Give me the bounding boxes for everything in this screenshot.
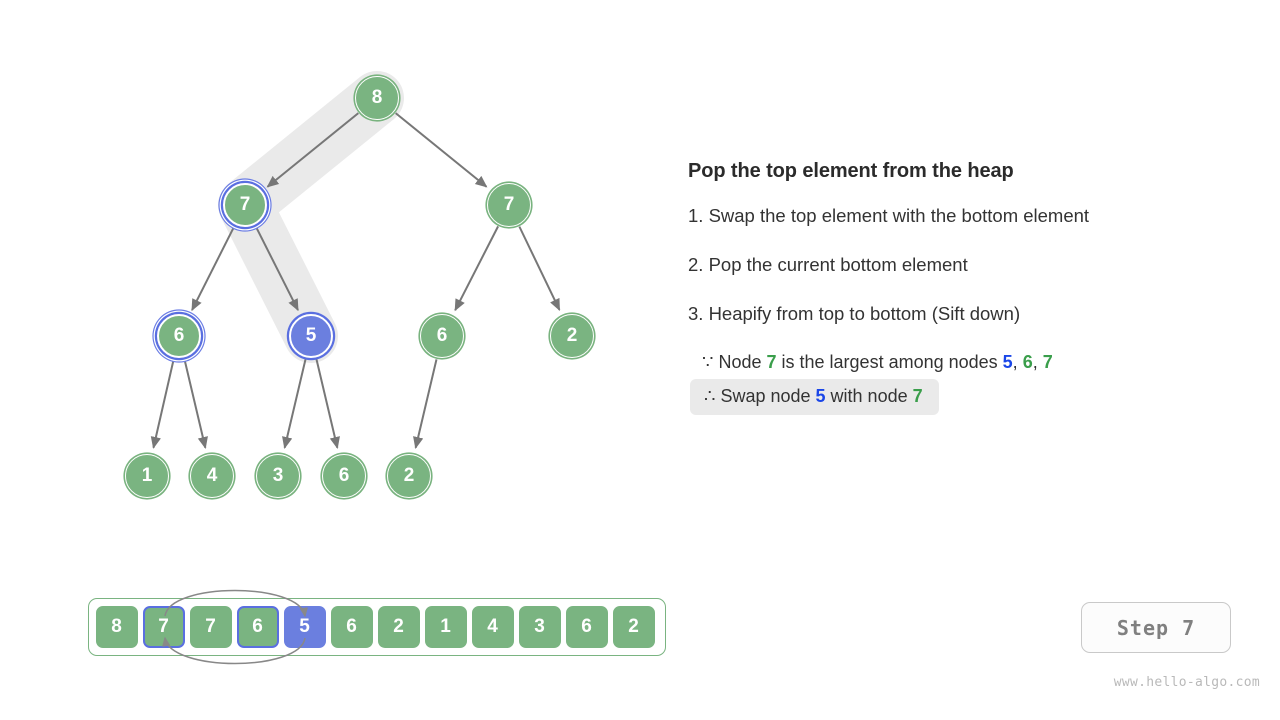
sift-down-highlight-path: [218, 71, 404, 363]
tree-edge: [454, 225, 499, 312]
array-cell: 8: [95, 606, 138, 648]
tree-node: 6: [420, 314, 464, 358]
array-cell: 3: [518, 606, 561, 648]
tree-edge: [395, 112, 488, 188]
reason-sep-1: ,: [1012, 352, 1023, 372]
explanation-panel: Pop the top element from the heap 1. Swa…: [688, 160, 1248, 415]
tree-edge: [315, 359, 340, 449]
tree-edge: [282, 359, 307, 449]
reason-text-part2: is the largest among nodes: [776, 352, 1003, 372]
reason-largest-node: 7: [766, 352, 777, 372]
tree-node: 3: [256, 454, 300, 498]
tree-node: 8: [355, 76, 399, 120]
tree-node: 6: [322, 454, 366, 498]
tree-edge: [183, 359, 208, 449]
tree-edge: [266, 112, 359, 188]
array-cell: 2: [377, 606, 420, 648]
conclusion-text-part1: Swap node: [715, 386, 816, 406]
step-item-2: 2. Pop the current bottom element: [688, 254, 968, 275]
conclusion-node-a: 5: [815, 386, 826, 406]
tree-edge: [254, 225, 299, 312]
highlight-band-path: [218, 71, 404, 363]
reason-candidate-3: 7: [1042, 352, 1053, 372]
step-item-3: 3. Heapify from top to bottom (Sift down…: [688, 303, 1021, 324]
tree-node: 4: [190, 454, 234, 498]
array-cell: 7: [189, 606, 232, 648]
conclusion-node-b: 7: [912, 386, 923, 406]
tree-node: 1: [125, 454, 169, 498]
therefore-symbol: ∴: [704, 386, 716, 406]
tree-node: 2: [387, 454, 431, 498]
array-cell: 6: [236, 606, 279, 648]
tree-node: 7: [223, 183, 267, 227]
because-symbol: ∵: [702, 352, 714, 372]
array-cell: 7: [142, 606, 185, 648]
reason-candidate-1: 5: [1002, 352, 1013, 372]
step-badge: Step 7: [1081, 602, 1231, 653]
array-cell: 1: [424, 606, 467, 648]
array-cell: 2: [612, 606, 655, 648]
reason-sep-2: ,: [1032, 352, 1043, 372]
watermark: www.hello-algo.com: [1113, 675, 1260, 690]
reason-candidate-2: 6: [1022, 352, 1033, 372]
array-cell: 6: [330, 606, 373, 648]
array-cell: 6: [565, 606, 608, 648]
reason-text-part1: Node: [713, 352, 767, 372]
step-item-1: 1. Swap the top element with the bottom …: [688, 205, 1090, 226]
conclusion-line: ∴ Swap node 5 with node 7: [690, 379, 939, 415]
tree-edge: [518, 226, 561, 311]
tree-node: 7: [487, 183, 531, 227]
tree-node: 2: [550, 314, 594, 358]
tree-edge-group: [150, 112, 561, 449]
tree-node: 6: [157, 314, 201, 358]
reason-line: ∵ Node 7 is the largest among nodes 5, 6…: [702, 352, 1248, 373]
conclusion-text-part2: with node: [825, 386, 913, 406]
page-title: Pop the top element from the heap: [688, 160, 1014, 182]
tree-edge: [150, 359, 175, 449]
tree-edge: [413, 359, 438, 449]
array-cell: 4: [471, 606, 514, 648]
array-cell: 5: [283, 606, 326, 648]
tree-edge: [191, 225, 236, 312]
tree-node: 5: [289, 314, 333, 358]
